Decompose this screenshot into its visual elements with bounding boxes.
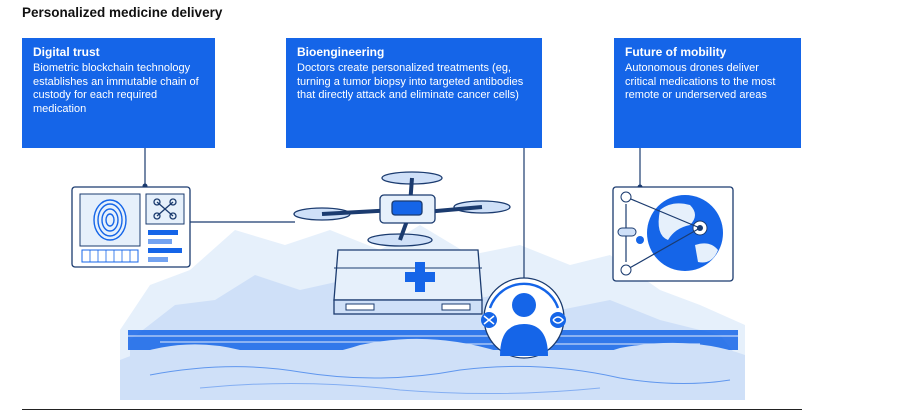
callout-heading: Digital trust: [33, 45, 100, 59]
callout-heading: Bioengineering: [297, 45, 385, 59]
dna-icon: [481, 312, 497, 328]
bottom-divider: [22, 409, 802, 410]
callout-body: Doctors create personalized treatments (…: [297, 62, 524, 101]
person-icon: [500, 293, 548, 356]
callout-body: Autonomous drones deliver critical medic…: [625, 62, 776, 101]
medical-case: [333, 249, 483, 315]
patient-profile: [481, 277, 566, 359]
fingerprint-icon: [93, 199, 127, 241]
callout-body: Biometric blockchain technology establis…: [33, 62, 199, 115]
callout-heading: Future of mobility: [625, 45, 727, 59]
medical-cross-icon: [405, 262, 435, 292]
callout-future-of-mobility: Future of mobility Autonomous drones del…: [614, 38, 801, 148]
biometric-terminal: [71, 186, 191, 268]
page-title: Personalized medicine delivery: [22, 5, 223, 20]
callout-bioengineering: Bioengineering Doctors create personaliz…: [286, 38, 542, 148]
drone-icon: [153, 198, 177, 220]
globe-panel: [612, 186, 734, 282]
callout-digital-trust: Digital trust Biometric blockchain techn…: [22, 38, 215, 148]
globe-icon: [647, 195, 723, 271]
delivery-drone: [293, 171, 511, 247]
connector-lines: [144, 148, 641, 285]
pill-icon: [617, 227, 644, 244]
